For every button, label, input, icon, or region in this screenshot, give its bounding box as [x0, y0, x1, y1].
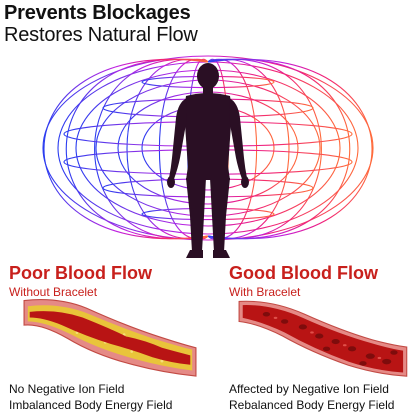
human-silhouette-icon: [167, 63, 249, 258]
clogged-artery-icon: [23, 299, 197, 377]
field-meridian: [207, 58, 258, 240]
poor-flow-heading: Poor Blood Flow: [9, 263, 152, 283]
field-ring: [102, 178, 314, 198]
page-subtitle: Restores Natural Flow: [4, 24, 198, 46]
field-meridian: [207, 58, 290, 240]
field-loop: [42, 55, 374, 241]
good-flow-subheading: With Bracelet: [229, 285, 301, 299]
field-ring: [141, 207, 275, 221]
field-meridian: [207, 58, 373, 240]
field-meridian: [158, 58, 209, 240]
field-meridian: [65, 59, 209, 239]
good-flow-caption-line1: Affected by Negative Ion Field: [229, 382, 389, 396]
good-flow-caption-line2: Rebalanced Body Energy Field: [229, 398, 395, 412]
clear-artery-icon: [238, 300, 408, 377]
poor-flow-subheading: Without Bracelet: [9, 285, 98, 299]
field-meridian: [43, 58, 209, 240]
poor-flow-caption-line2: Imbalanced Body Energy Field: [9, 398, 173, 412]
field-meridian: [126, 58, 209, 240]
field-meridian: [207, 59, 351, 239]
page-title: Prevents Blockages: [4, 2, 191, 24]
good-flow-heading: Good Blood Flow: [229, 263, 378, 283]
field-meridian: [207, 59, 322, 239]
human-figure-energy-field-icon: [42, 55, 374, 258]
poor-flow-caption-line1: No Negative Ion Field: [9, 382, 125, 396]
field-meridian: [94, 59, 209, 239]
